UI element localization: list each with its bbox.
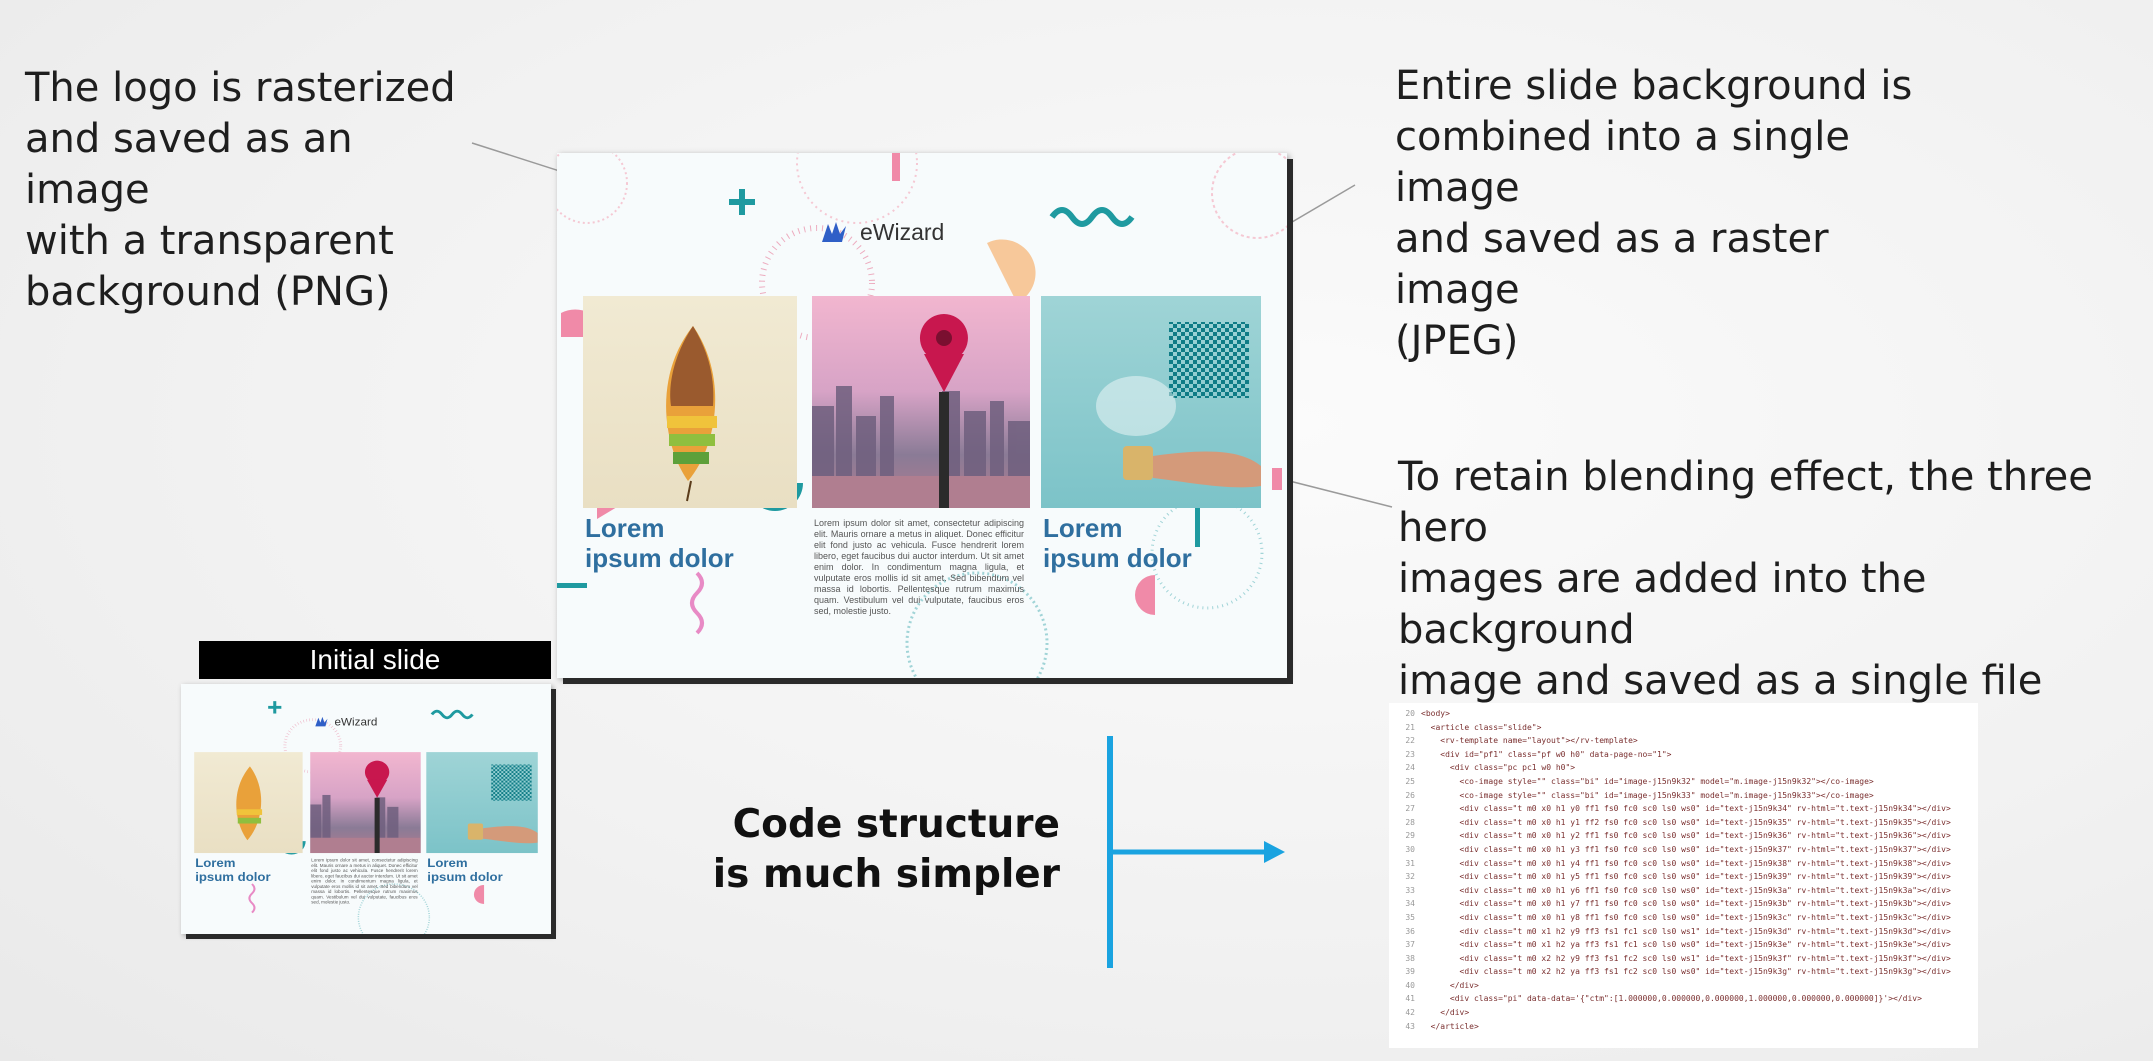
code-text: <div class="t m0 x0 h1 y5 ff1 fs0 fc0 sc…: [1421, 872, 1951, 882]
code-line: 43 </article>: [1389, 1020, 1978, 1034]
code-text: <article class="slide">: [1421, 722, 1542, 732]
line-number: 40: [1405, 980, 1415, 990]
code-line: 36 <div class="t m0 x1 h2 y9 ff3 fs1 fc1…: [1389, 925, 1978, 939]
line-number: 24: [1405, 763, 1415, 773]
code-line: 31 <div class="t m0 x0 h1 y4 ff1 fs0 fc0…: [1389, 857, 1978, 871]
thumbnail-logo: eWizard: [314, 715, 377, 728]
slide-logo: eWizard: [820, 219, 944, 246]
code-text: <div class="t m0 x0 h1 y7 ff1 fs0 fc0 sc…: [1421, 899, 1951, 909]
code-text: <co-image style="" class="bi" id="image-…: [1421, 776, 1874, 786]
lorem-heading-left: Lorem ipsum dolor: [585, 513, 734, 573]
code-line: 21 <article class="slide">: [1389, 721, 1978, 735]
line-number: 26: [1405, 790, 1415, 800]
code-text: <div class="t m0 x0 h1 y6 ff1 fs0 fc0 sc…: [1421, 885, 1951, 895]
logo-text: eWizard: [860, 219, 945, 245]
line-number: 36: [1405, 926, 1415, 936]
line-number: 32: [1405, 872, 1415, 882]
code-text: <div class="pi" data-data='{"ctm":[1.000…: [1421, 994, 1922, 1004]
code-text: <div class="t m0 x0 h1 y2 ff1 fs0 fc0 sc…: [1421, 831, 1951, 841]
thumbnail-caption: Initial slide: [199, 641, 551, 679]
code-line: 40 </div>: [1389, 979, 1978, 993]
code-text: <div class="t m0 x2 h2 ya ff3 fs1 fc2 sc…: [1421, 967, 1951, 977]
thumbnail-hero-city: [310, 752, 421, 854]
code-line: 37 <div class="t m0 x1 h2 ya ff3 fs1 fc1…: [1389, 938, 1978, 952]
code-line: 22 <rv-template name="layout"></rv-templ…: [1389, 734, 1978, 748]
line-number: 31: [1405, 858, 1415, 868]
line-number: 34: [1405, 899, 1415, 909]
line-number: 43: [1405, 1021, 1415, 1031]
code-text: </div>: [1421, 1008, 1470, 1018]
line-number: 22: [1405, 736, 1415, 746]
thumbnail-lorem-heading-left: Lorem ipsum dolor: [195, 855, 271, 885]
code-text: <body>: [1421, 709, 1450, 718]
code-snippet-panel: 20<body>21 <article class="slide">22 <rv…: [1389, 703, 1978, 1048]
code-text: <div class="t m0 x0 h1 y8 ff1 fs0 fc0 sc…: [1421, 912, 1951, 922]
line-number: 42: [1405, 1008, 1415, 1018]
code-text: <div class="t m0 x0 h1 y3 ff1 fs0 fc0 sc…: [1421, 844, 1951, 854]
code-line: 39 <div class="t m0 x2 h2 ya ff3 fs1 fc2…: [1389, 965, 1978, 979]
code-line: 23 <div id="pf1" class="pf w0 h0" data-p…: [1389, 748, 1978, 762]
logo-note: The logo is rasterized and saved as an i…: [25, 65, 456, 315]
lorem-heading-right: Lorem ipsum dolor: [1043, 513, 1192, 573]
initial-slide-thumbnail: eWizard: [181, 684, 551, 934]
code-line: 35 <div class="t m0 x0 h1 y8 ff1 fs0 fc0…: [1389, 911, 1978, 925]
code-text: </div>: [1421, 980, 1479, 990]
thumbnail-hero-leaf: [194, 752, 303, 854]
line-number: 39: [1405, 967, 1415, 977]
code-line: 32 <div class="t m0 x0 h1 y5 ff1 fs0 fc0…: [1389, 870, 1978, 884]
code-line: 26 <co-image style="" class="bi" id="ima…: [1389, 789, 1978, 803]
hero-image-leaf: [583, 296, 797, 508]
code-line: 27 <div class="t m0 x0 h1 y0 ff1 fs0 fc0…: [1389, 802, 1978, 816]
code-text: <div class="t m0 x2 h2 y9 ff3 fs1 fc2 sc…: [1421, 953, 1951, 963]
background-note: Entire slide background is combined into…: [1395, 63, 1913, 364]
thumbnail-lorem-heading-right: Lorem ipsum dolor: [427, 855, 503, 885]
thumbnail-hero-cup: [426, 752, 538, 854]
code-structure-message: Code structure is much simpler: [712, 802, 1060, 897]
line-number: 25: [1405, 776, 1415, 786]
code-text: <div class="t m0 x1 h2 ya ff3 fs1 fc1 sc…: [1421, 940, 1951, 950]
code-line: 28 <div class="t m0 x0 h1 y1 ff2 fs0 fc0…: [1389, 816, 1978, 830]
code-text: <rv-template name="layout"></rv-template…: [1421, 736, 1638, 746]
line-number: 23: [1405, 749, 1415, 759]
line-number: 37: [1405, 940, 1415, 950]
line-number: 21: [1405, 722, 1415, 732]
code-line: 34 <div class="t m0 x0 h1 y7 ff1 fs0 fc0…: [1389, 897, 1978, 911]
code-line: 38 <div class="t m0 x2 h2 y9 ff3 fs1 fc2…: [1389, 952, 1978, 966]
code-line: 33 <div class="t m0 x0 h1 y6 ff1 fs0 fc0…: [1389, 884, 1978, 898]
line-number: 38: [1405, 953, 1415, 963]
line-number: 27: [1405, 804, 1415, 814]
hero-image-city: [812, 296, 1030, 508]
thumbnail-lorem-body: Lorem ipsum dolor sit amet, consectetur …: [311, 857, 418, 905]
ewizard-logo-icon: [822, 221, 846, 242]
code-line: 25 <co-image style="" class="bi" id="ima…: [1389, 775, 1978, 789]
line-number: 29: [1405, 831, 1415, 841]
ewizard-logo-icon: [315, 716, 328, 727]
line-number: 35: [1405, 912, 1415, 922]
code-line: 29 <div class="t m0 x0 h1 y2 ff1 fs0 fc0…: [1389, 829, 1978, 843]
code-text: <div class="t m0 x1 h2 y9 ff3 fs1 fc1 sc…: [1421, 926, 1951, 936]
line-number: 20: [1405, 709, 1415, 718]
hero-note: To retain blending effect, the three her…: [1398, 454, 2093, 704]
line-number: 33: [1405, 885, 1415, 895]
line-number: 41: [1405, 994, 1415, 1004]
code-text: </article>: [1421, 1021, 1479, 1031]
code-text: <div id="pf1" class="pf w0 h0" data-page…: [1421, 749, 1672, 759]
code-line: 41 <div class="pi" data-data='{"ctm":[1.…: [1389, 992, 1978, 1006]
code-text: <div class="t m0 x0 h1 y0 ff1 fs0 fc0 sc…: [1421, 804, 1951, 814]
code-line: 42 </div>: [1389, 1006, 1978, 1020]
line-number: 28: [1405, 817, 1415, 827]
code-line: 30 <div class="t m0 x0 h1 y3 ff1 fs0 fc0…: [1389, 843, 1978, 857]
code-text: <co-image style="" class="bi" id="image-…: [1421, 790, 1874, 800]
code-text: <div class="t m0 x0 h1 y1 ff2 fs0 fc0 sc…: [1421, 817, 1951, 827]
lorem-body-text: Lorem ipsum dolor sit amet, consectetur …: [814, 518, 1024, 616]
line-number: 30: [1405, 844, 1415, 854]
hero-image-cup: [1041, 296, 1261, 508]
code-line: 20 <body>: [1389, 707, 1978, 721]
code-line: 24 <div class="pc pc1 w0 h0">: [1389, 761, 1978, 775]
logo-text: eWizard: [334, 715, 378, 728]
slide-preview: eWizard: [557, 153, 1287, 678]
code-text: <div class="pc pc1 w0 h0">: [1421, 763, 1576, 773]
code-text: <div class="t m0 x0 h1 y4 ff1 fs0 fc0 sc…: [1421, 858, 1951, 868]
